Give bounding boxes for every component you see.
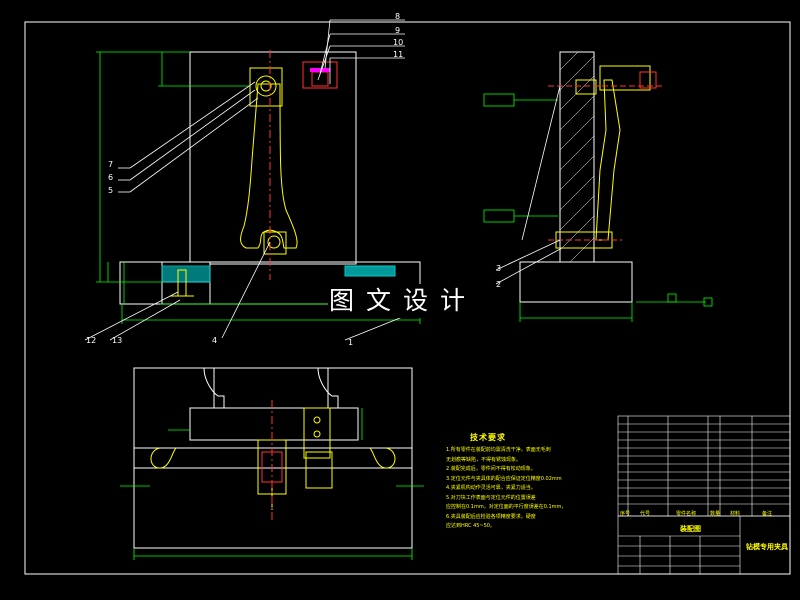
side-view-leaders <box>495 85 563 285</box>
callout-11: 11 <box>393 50 404 59</box>
header-remark: 备注 <box>762 511 773 517</box>
callout-9: 9 <box>395 26 401 35</box>
note-line: 应控制在0.1mm，对定位面的平行度误差在0.1mm， <box>446 504 567 510</box>
callout-5: 5 <box>108 186 114 195</box>
part-name: 钻模专用夹具 <box>746 543 788 551</box>
parts-table <box>617 415 791 575</box>
notes-list: 1.所有零件在装配前均需清洗干净，表面无毛刺 无划痕等缺陷，不得有锈蚀现象。 2… <box>446 446 611 532</box>
note-line: 2.装配完成后，零件间不得有松动现象。 <box>446 466 536 472</box>
side-view <box>519 51 662 303</box>
drawing-border <box>24 21 791 575</box>
callout-4: 4 <box>212 336 218 345</box>
notes-title: 技术要求 <box>470 433 506 442</box>
header-qty: 数量 <box>710 511 721 517</box>
note-line: 1.所有零件在装配前均需清洗干净，表面无毛刺 <box>446 447 551 453</box>
note-line: 应达到HRC 45~50。 <box>446 523 495 529</box>
callout-12: 12 <box>86 336 97 345</box>
note-line: 4.夹紧机构动作灵活可靠，夹紧力适当。 <box>446 485 536 491</box>
drawing-title: 装配图 <box>680 525 701 533</box>
front-view <box>119 50 421 305</box>
callout-13: 13 <box>112 336 123 345</box>
note-line: 3.定位元件与夹具体的配合应保证定位精度0.02mm <box>446 475 562 482</box>
callout-1: 1 <box>348 338 354 347</box>
side-view-dimensions <box>483 93 713 322</box>
watermark-text: 图文设计 <box>328 284 478 318</box>
header-code: 代号 <box>640 511 651 517</box>
front-view-leaders <box>84 19 421 341</box>
callout-8: 8 <box>395 12 401 21</box>
header-material: 材料 <box>730 511 741 517</box>
callout-7: 7 <box>108 160 114 169</box>
note-line: 5.对刀块工作表面与定位元件的位置误差 <box>446 494 536 501</box>
note-line: 无划痕等缺陷，不得有锈蚀现象。 <box>446 456 522 463</box>
top-view-dimensions <box>120 408 424 560</box>
callout-3: 3 <box>496 264 502 273</box>
header-seq: 序号 <box>620 511 631 517</box>
top-view <box>133 367 413 549</box>
callout-6: 6 <box>108 173 114 182</box>
header-name: 零件名称 <box>676 511 697 517</box>
callout-2: 2 <box>496 280 502 289</box>
note-line: 6.夹具装配后应检验各项精度要求，硬度 <box>446 513 536 520</box>
callout-10: 10 <box>393 38 404 47</box>
